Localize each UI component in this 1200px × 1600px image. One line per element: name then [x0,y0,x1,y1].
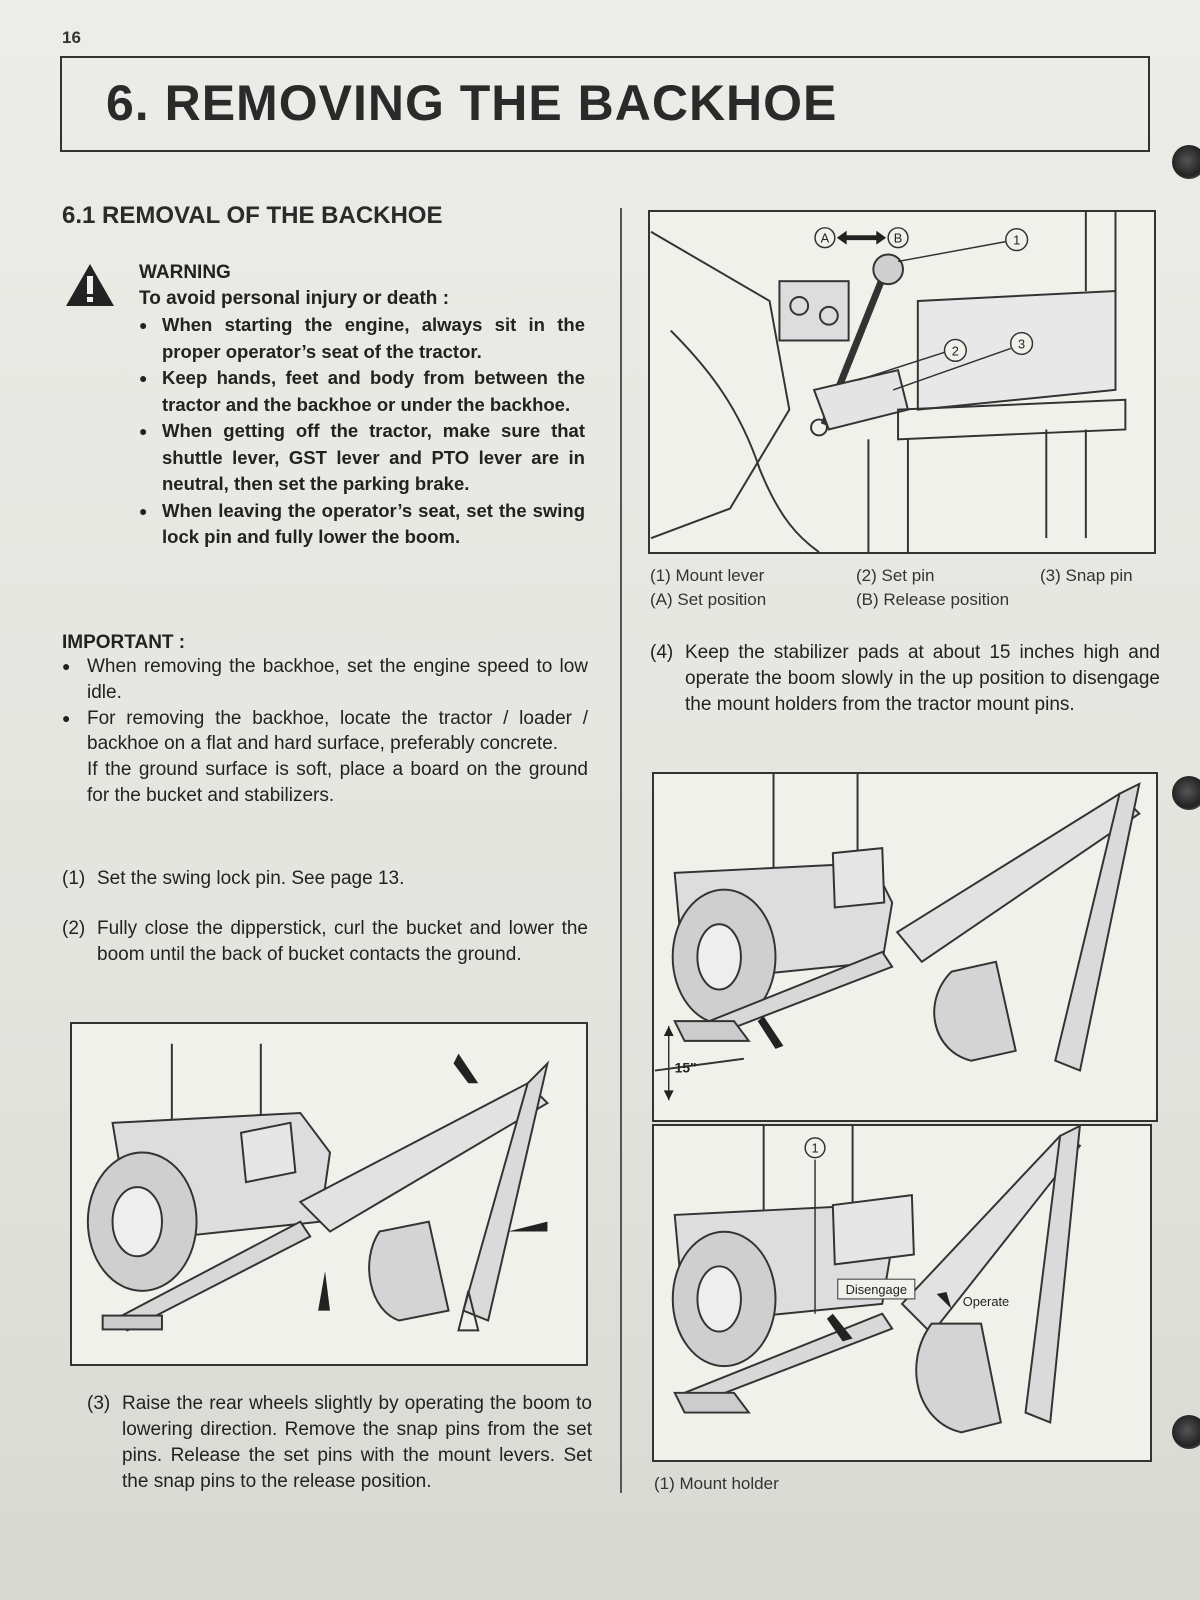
warning-list: When starting the engine, always sit in … [139,312,585,551]
caption-set-pin: (2) Set pin [856,566,935,585]
step-text: Keep the stabilizer pads at about 15 inc… [685,642,1160,715]
step-1: (1) Set the swing lock pin. See page 13. [62,866,588,892]
important-item: When removing the backhoe, set the engin… [62,654,588,706]
mount-lever-illustration: A B 1 2 3 [650,212,1127,552]
warning-item: When leaving the operator’s seat, set th… [139,498,585,551]
operate-label: Operate [963,1294,1009,1309]
warning-item: Keep hands, feet and body from between t… [139,365,585,418]
callout-b: B [894,231,903,246]
important-item: For removing the backhoe, locate the tra… [62,706,588,809]
step-3: (3) Raise the rear wheels slightly by op… [87,1391,592,1495]
caption-mount-holder: (1) Mount holder [654,1474,779,1493]
binder-hole [1172,1415,1200,1449]
disengage-label: Disengage [846,1282,907,1297]
section-title: 6.1 REMOVAL OF THE BACKHOE [62,202,443,229]
step-number: (4) [650,642,674,663]
binder-hole [1172,145,1200,179]
height-label: 15" [675,1060,697,1076]
warning-intro: To avoid personal injury or death : [139,288,450,309]
figure-stabilizer-height: 15" [652,772,1158,1122]
important-item-note: If the ground surface is soft, place a b… [87,759,588,806]
step-number: (1) [62,868,86,889]
step-text: Fully close the dipperstick, curl the bu… [97,918,588,965]
important-heading: IMPORTANT : [62,632,186,653]
callout-3: 3 [1018,336,1025,351]
figure-backhoe-lowering [70,1022,588,1366]
step-text: Set the swing lock pin. See page 13. [97,868,405,889]
important-item-text: For removing the backhoe, locate the tra… [87,707,588,755]
warning-item: When starting the engine, always sit in … [139,312,585,365]
figure-mount-lever-detail: A B 1 2 3 [648,210,1156,554]
important-list: When removing the backhoe, set the engin… [62,654,588,809]
backhoe-illustration [86,1043,550,1332]
caption-snap-pin: (3) Snap pin [1040,566,1133,585]
warning-item: When getting off the tractor, make sure … [139,418,585,498]
callout-a: A [821,231,830,246]
important-item-text: When removing the backhoe, set the engin… [87,656,588,703]
binder-hole [1172,776,1200,810]
caption-set-position: (A) Set position [650,590,767,609]
callout-2: 2 [952,343,959,358]
warning-heading: WARNING [139,262,231,283]
step-text: Raise the rear wheels slightly by operat… [122,1393,592,1492]
callout-1: 1 [811,1141,818,1156]
caption-mount-lever: (1) Mount lever [650,566,765,585]
page-number: 16 [62,28,81,47]
callout-1: 1 [1013,233,1020,248]
step-2: (2) Fully close the dipperstick, curl th… [62,916,588,968]
step-number: (3) [87,1393,111,1414]
step-4: (4) Keep the stabilizer pads at about 15… [650,640,1160,718]
page-title: 6. REMOVING THE BACKHOE [106,75,838,131]
title-box [60,56,1150,152]
caption-release-position: (B) Release position [856,590,1010,609]
disengage-illustration: 1 Disengage Operate [671,1126,1082,1434]
figure-disengage-mount-holder: 1 Disengage Operate [652,1124,1152,1462]
column-divider [620,208,622,1493]
warning-triangle-icon [66,264,114,306]
step-number: (2) [62,918,86,939]
stabilizer-illustration: 15" [654,774,1141,1101]
